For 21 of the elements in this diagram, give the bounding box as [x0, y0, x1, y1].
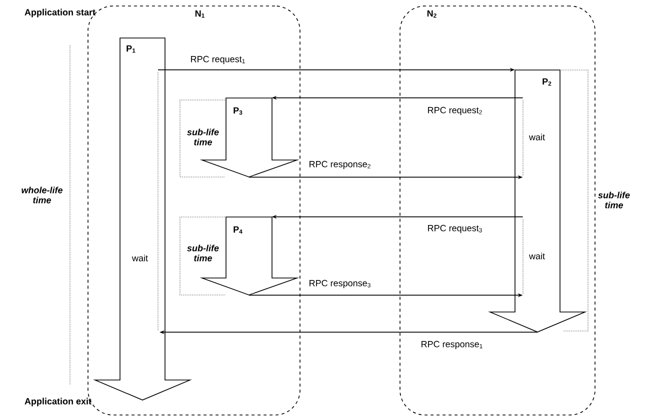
lifetime-label: sub-life time: [598, 192, 630, 208]
edge-label: RPC response$_{3}$: [310, 280, 370, 288]
wait-label: wait: [529, 134, 545, 140]
lifetime-label: sub-life time: [187, 244, 219, 262]
wait-label: wait: [132, 254, 148, 262]
process-label: P$_{4}$: [234, 226, 242, 234]
process-label: P$_{1}$: [126, 45, 136, 53]
edge-label: RPC response$_{1}$: [422, 340, 482, 350]
node-title: N$_{1}$: [195, 10, 204, 18]
edge-label: RPC request$_{3}$: [428, 224, 482, 234]
node-title: N$_{2}$: [427, 10, 436, 18]
wait-label: wait: [529, 252, 545, 260]
timeline-label: Application exit: [24, 398, 92, 406]
edge-label: RPC request$_{1}$: [191, 56, 245, 64]
edge-label: RPC response$_{2}$: [310, 160, 370, 170]
process-label: P$_{3}$: [234, 107, 242, 115]
process-label: P$_{2}$: [542, 78, 552, 86]
timeline-label: Application start: [24, 8, 96, 18]
edge-label: RPC request$_{2}$: [428, 106, 482, 116]
lifetime-label: whole-life time: [22, 186, 62, 204]
lifetime-label: sub-life time: [187, 128, 219, 146]
